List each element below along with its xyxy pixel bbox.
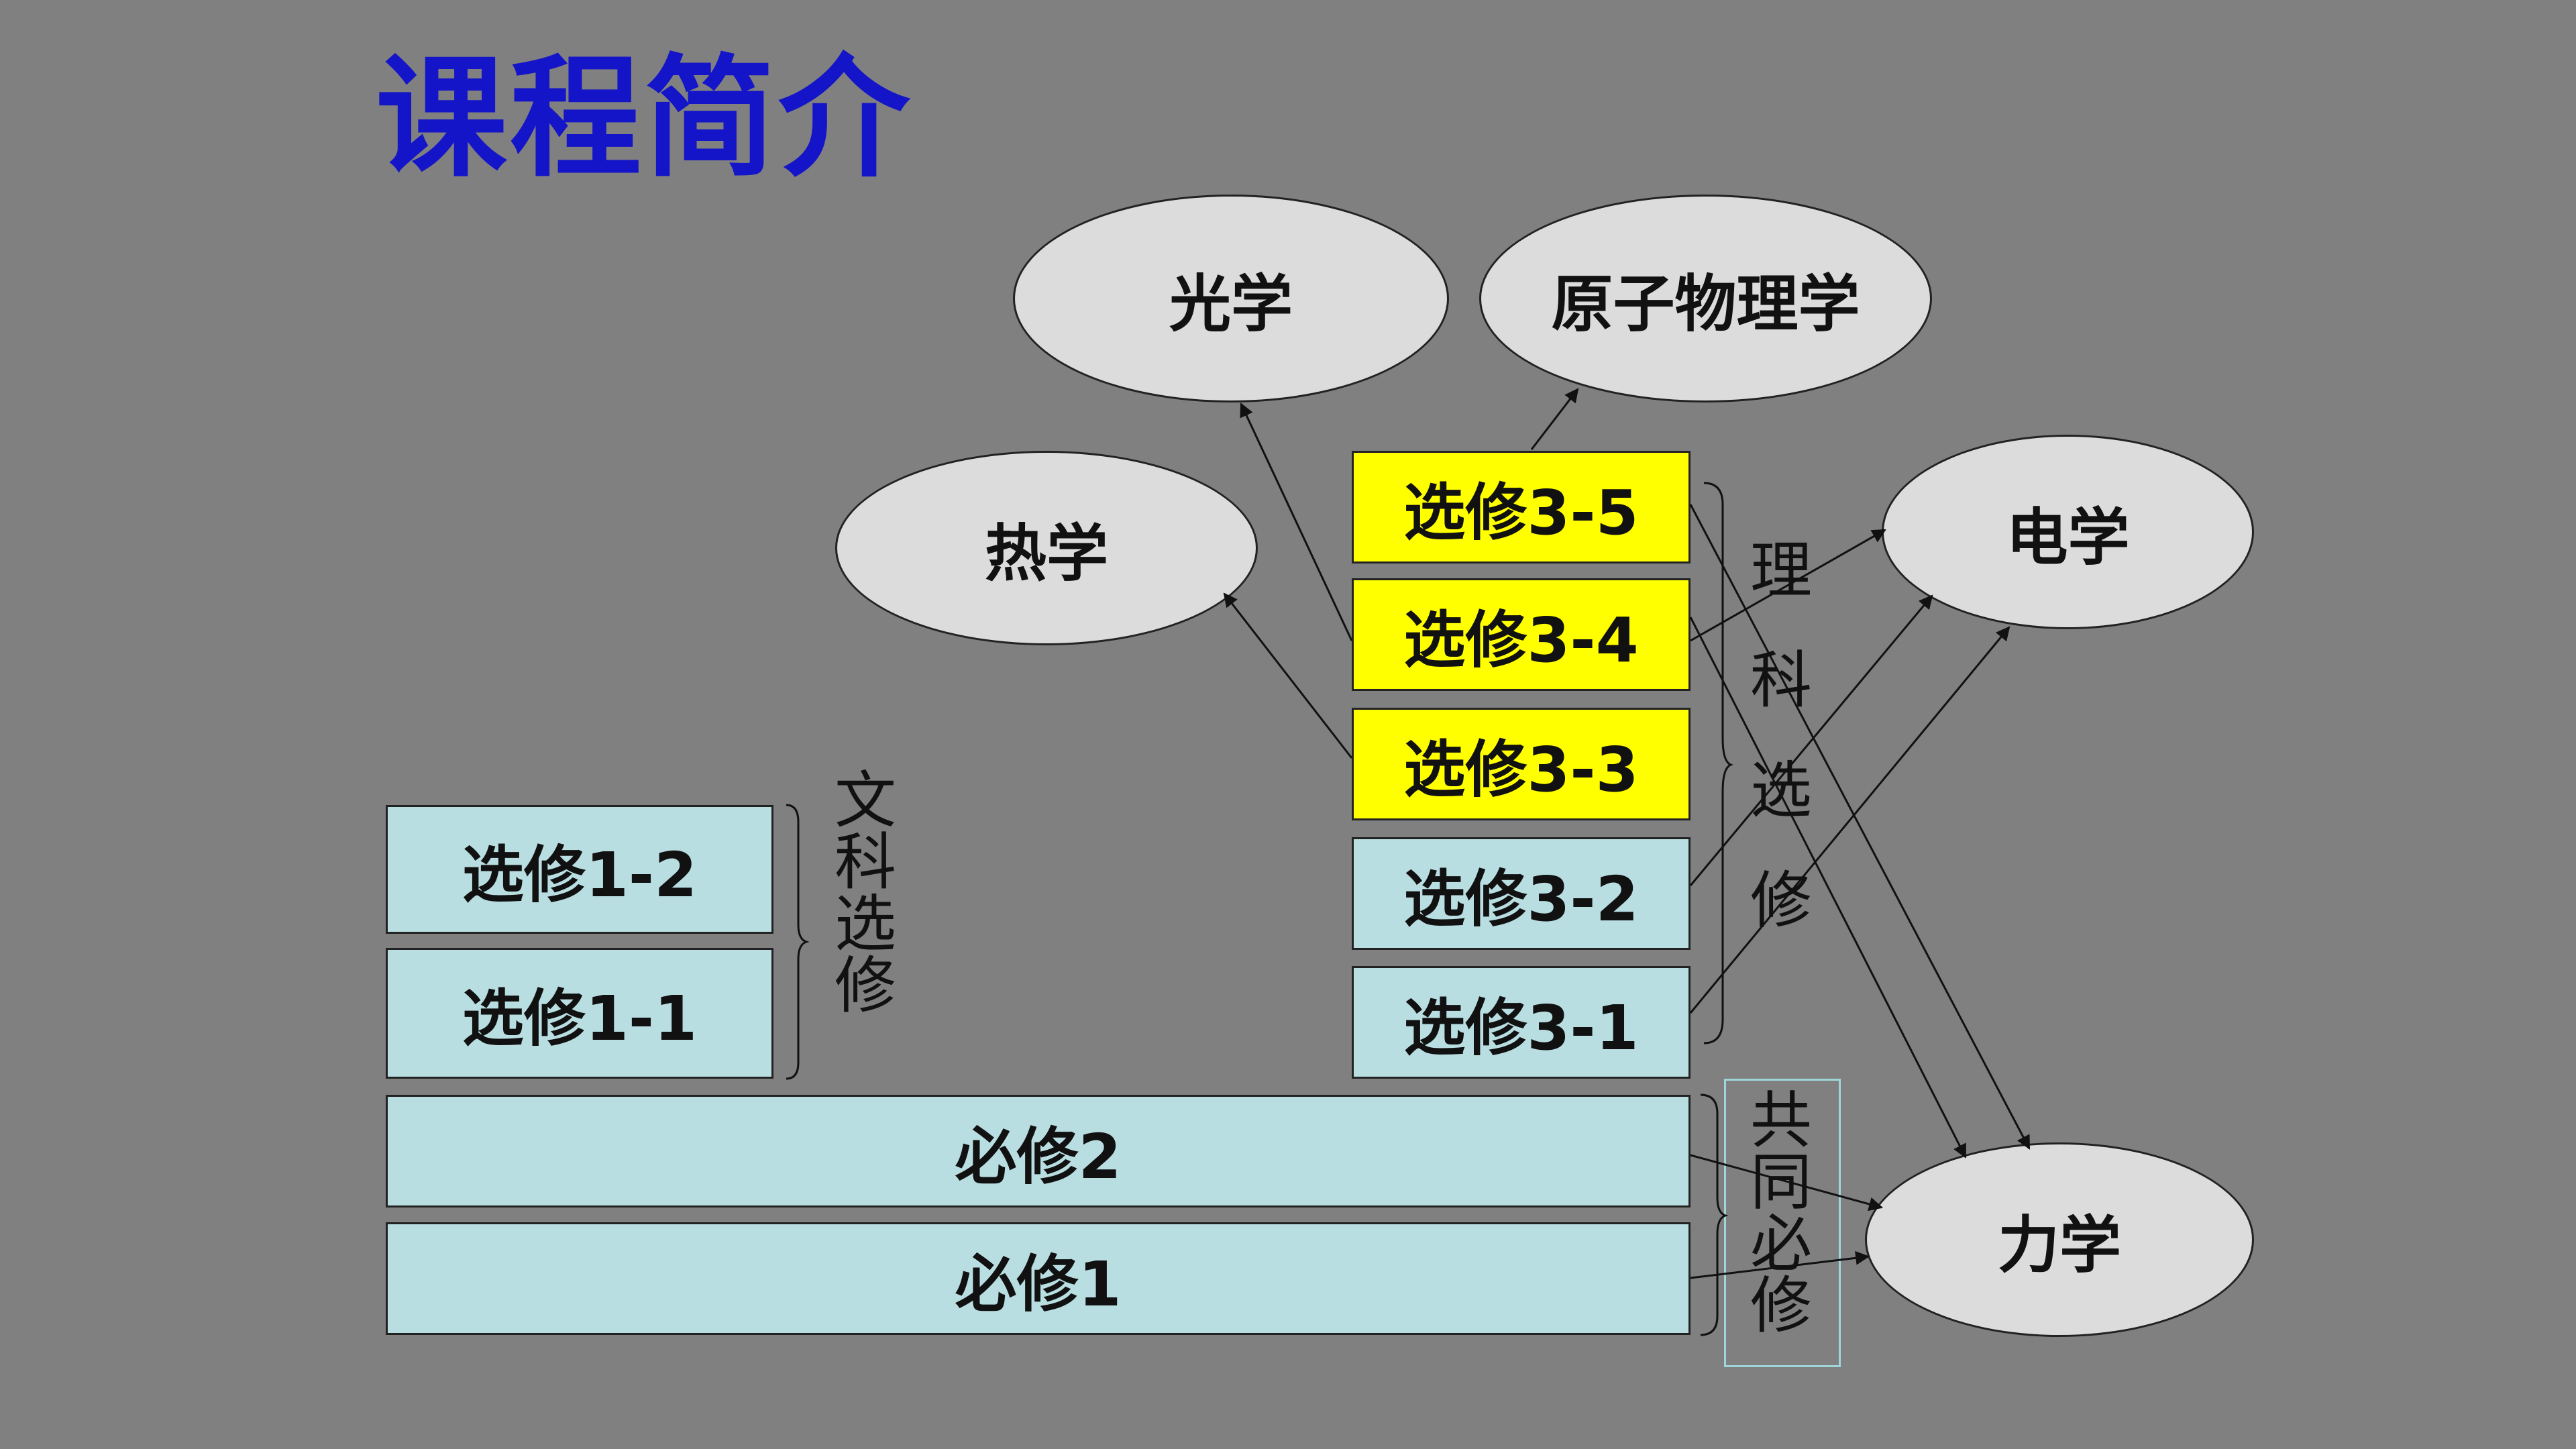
brace-common-required xyxy=(1700,1093,1729,1336)
label-arts-elective-char: 文 xyxy=(834,765,896,837)
arrow-3-2-to-electricity xyxy=(1689,594,1933,886)
node-thermal: 热学 xyxy=(835,451,1258,645)
node-optics-label: 光学 xyxy=(1169,268,1293,340)
page-title: 课程简介 xyxy=(376,42,913,195)
label-science-elective-char: 选 xyxy=(1750,755,1812,826)
label-science-elective: 理 科 选 修 xyxy=(1744,540,1818,932)
label-science-elective-char: 修 xyxy=(1750,865,1812,936)
label-arts-elective: 文 科 选 修 xyxy=(828,770,902,1017)
node-electricity: 电学 xyxy=(1882,435,2254,629)
arrow-3-4-to-optics xyxy=(1240,402,1353,641)
module-elective-1-2: 选修1-2 xyxy=(386,805,773,934)
arrow-3-1-to-electricity xyxy=(1689,626,2010,1014)
node-atomic-physics-label: 原子物理学 xyxy=(1551,268,1860,340)
module-required-2-label: 必修2 xyxy=(955,1120,1122,1193)
node-electricity-label: 电学 xyxy=(2006,501,2130,574)
label-science-elective-char: 科 xyxy=(1750,645,1812,716)
arrow-3-4-to-mechanics xyxy=(1689,616,1967,1159)
label-common-required: 共 同 必 修 xyxy=(1744,1090,1818,1337)
module-elective-1-1: 选修1-1 xyxy=(386,948,773,1079)
label-common-required-char: 共 xyxy=(1750,1085,1812,1157)
common-required-frame xyxy=(1724,1079,1841,1367)
node-atomic-physics: 原子物理学 xyxy=(1479,195,1932,402)
module-elective-3-4: 选修3-4 xyxy=(1352,578,1690,691)
node-mechanics-label: 力学 xyxy=(1997,1209,2121,1281)
module-elective-3-1: 选修3-1 xyxy=(1352,966,1690,1079)
module-elective-1-2-label: 选修1-2 xyxy=(462,839,698,911)
arrow-3-4-to-electricity xyxy=(1690,529,1886,642)
module-elective-3-3-label: 选修3-3 xyxy=(1403,733,1639,806)
module-elective-3-2-label: 选修3-2 xyxy=(1403,863,1639,935)
module-elective-3-5-label: 选修3-5 xyxy=(1403,476,1639,549)
node-mechanics: 力学 xyxy=(1865,1142,2254,1337)
module-elective-3-3: 选修3-3 xyxy=(1352,708,1690,820)
arrow-3-3-to-thermal xyxy=(1223,592,1353,759)
label-common-required-char: 修 xyxy=(1750,1270,1812,1342)
arrow-required-2-to-mechanics xyxy=(1690,1154,1884,1212)
module-elective-1-1-label: 选修1-1 xyxy=(462,983,698,1055)
label-arts-elective-char: 选 xyxy=(834,888,896,960)
brace-arts-elective xyxy=(786,804,810,1080)
node-optics: 光学 xyxy=(1013,195,1449,402)
module-required-1-label: 必修1 xyxy=(955,1248,1122,1320)
label-arts-elective-char: 科 xyxy=(834,826,896,898)
brace-science-elective xyxy=(1703,482,1733,1044)
label-science-elective-char: 理 xyxy=(1750,535,1812,606)
module-elective-3-4-label: 选修3-4 xyxy=(1403,604,1639,676)
label-arts-elective-char: 修 xyxy=(834,950,896,1022)
arrow-3-5-to-atomic xyxy=(1530,388,1579,450)
module-elective-3-5: 选修3-5 xyxy=(1352,451,1690,564)
arrow-3-5-to-mechanics xyxy=(1689,504,2031,1150)
node-thermal-label: 热学 xyxy=(984,517,1108,590)
arrow-required-1-to-mechanics xyxy=(1690,1250,1870,1279)
module-elective-3-1-label: 选修3-1 xyxy=(1403,991,1639,1064)
label-common-required-char: 同 xyxy=(1750,1146,1812,1218)
module-required-1: 必修1 xyxy=(386,1222,1690,1335)
module-elective-3-2: 选修3-2 xyxy=(1352,837,1690,950)
module-required-2: 必修2 xyxy=(386,1095,1690,1208)
